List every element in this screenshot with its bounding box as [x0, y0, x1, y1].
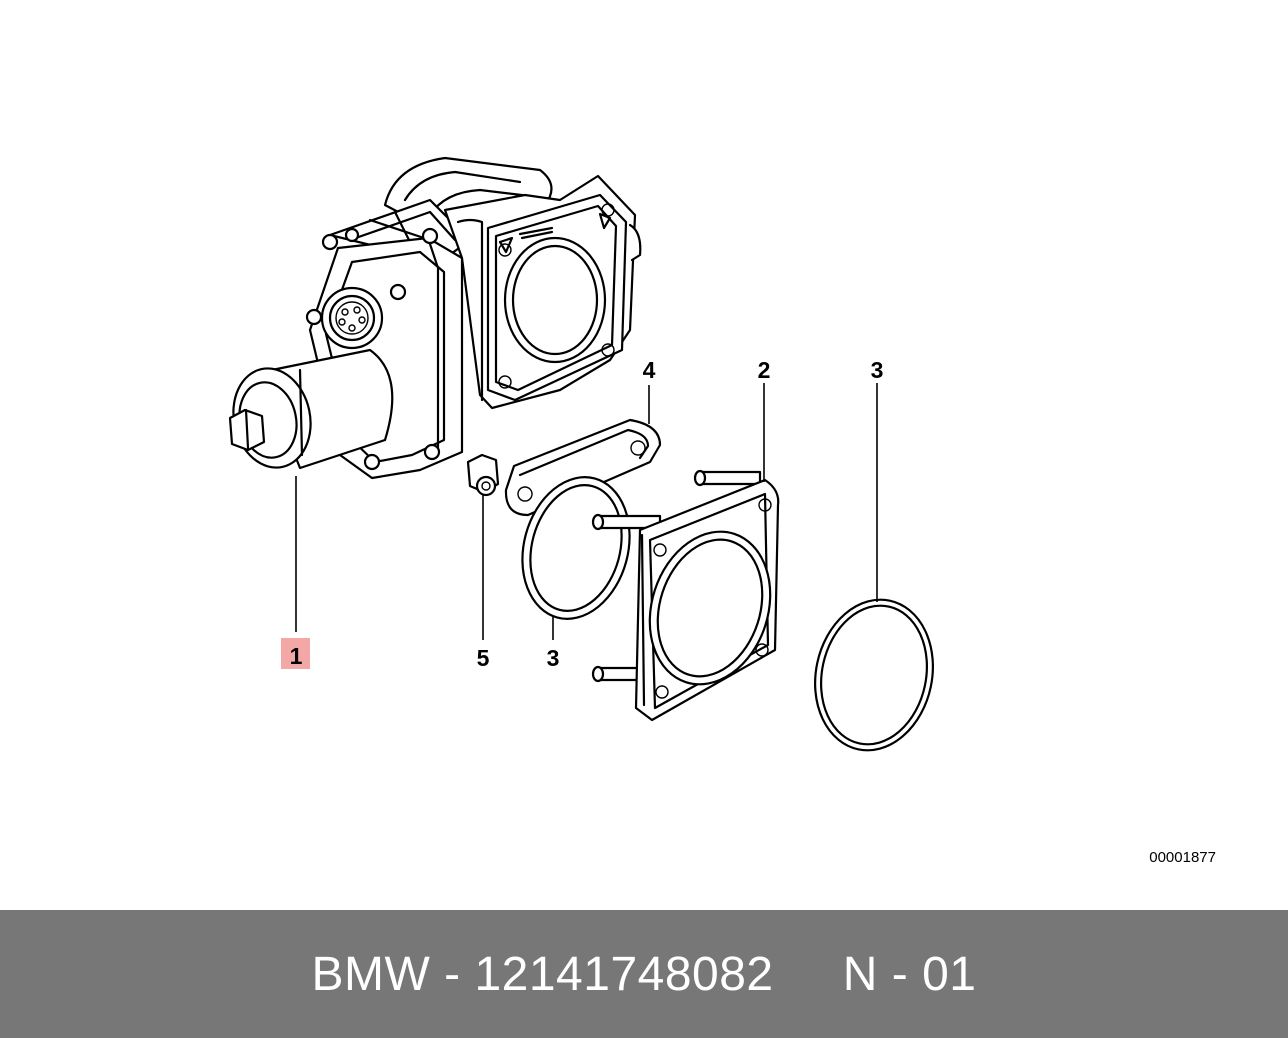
part-1-throttle-actuator — [228, 156, 642, 480]
callout-2[interactable]: 2 — [758, 357, 771, 383]
callout-1[interactable]: 1 — [290, 643, 303, 669]
part-4-gasket-plate — [504, 418, 662, 517]
parts-diagram-svg: 1 2 3 3 4 5 00001877 — [228, 156, 1216, 866]
callout-1-highlight — [281, 638, 310, 669]
part-3b-o-ring — [814, 598, 934, 752]
part-2-adapter-flange — [591, 469, 780, 722]
callout-3a[interactable]: 3 — [547, 645, 560, 671]
part-3a-seal-ring — [521, 476, 631, 620]
diagram-reference-code: 00001877 — [1149, 849, 1216, 866]
part-number-banner: BMW - 12141748082 N - 01 — [0, 910, 1288, 1038]
parts-diagram: 1 2 3 3 4 5 00001877 — [228, 156, 1216, 866]
part-number-label: BMW - 12141748082 N - 01 — [311, 947, 977, 1001]
part-5-nut — [466, 453, 500, 497]
callout-4[interactable]: 4 — [643, 357, 656, 383]
callout-5[interactable]: 5 — [477, 645, 490, 671]
callout-3b[interactable]: 3 — [871, 357, 884, 383]
leader-lines — [295, 383, 878, 640]
